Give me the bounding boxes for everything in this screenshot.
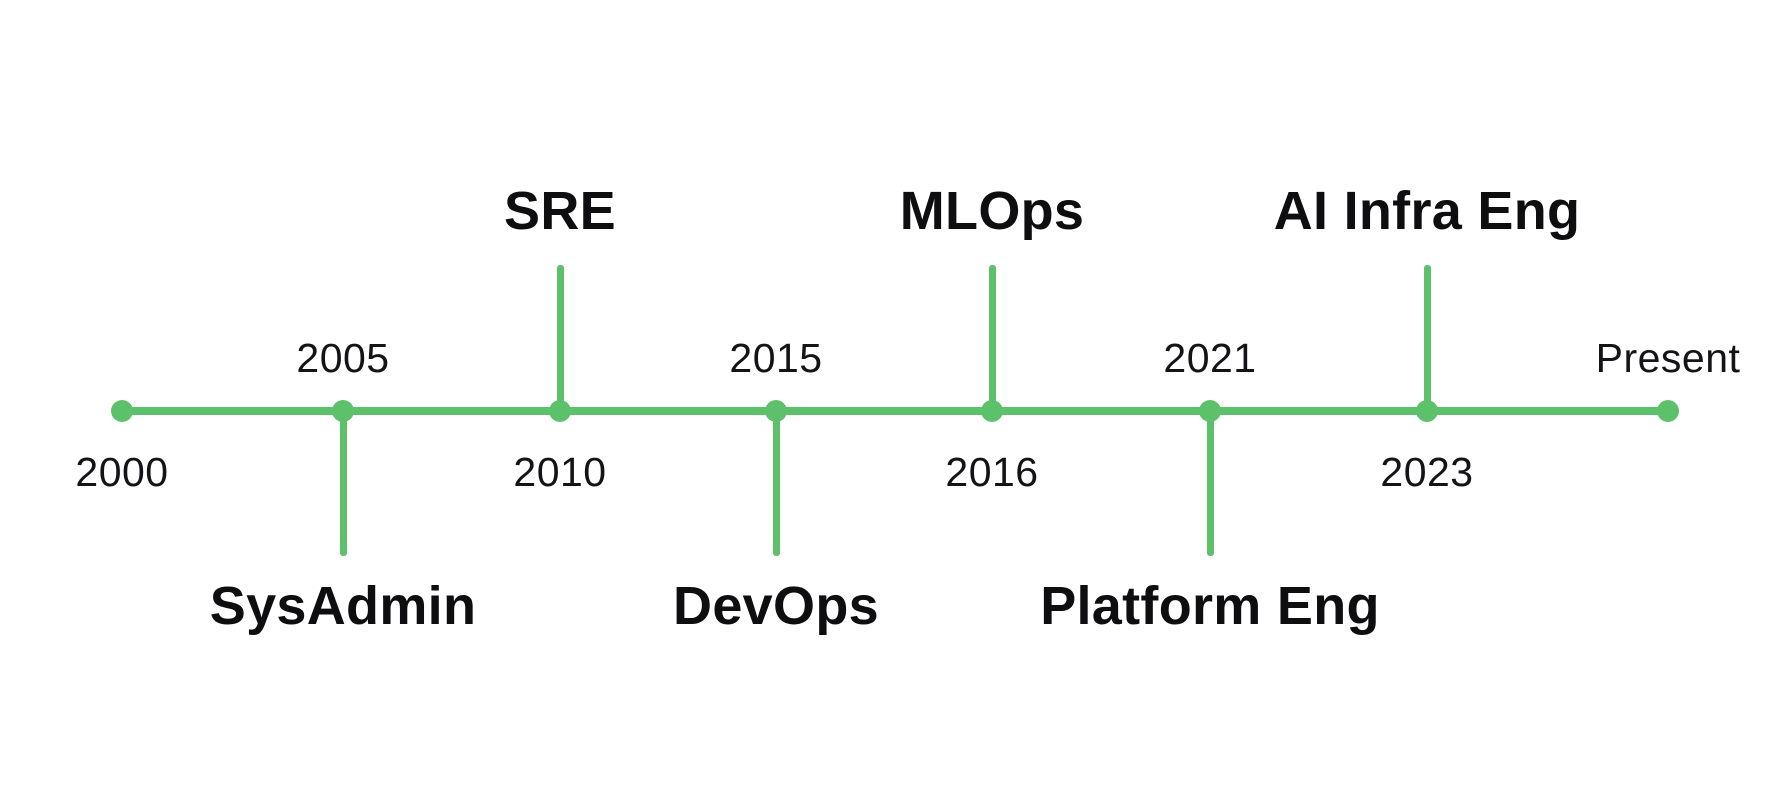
year-label: 2023 <box>1380 449 1474 495</box>
timeline-axis-line <box>122 407 1668 415</box>
role-label: MLOps <box>899 181 1085 241</box>
role-label: AI Infra Eng <box>1273 181 1581 241</box>
timeline-dot <box>1416 400 1438 422</box>
timeline-dot <box>549 400 571 422</box>
connector-stem <box>989 265 996 411</box>
connector-stem <box>773 411 780 556</box>
role-label: DevOps <box>673 576 879 636</box>
role-label: Platform Eng <box>1040 576 1380 636</box>
role-label: SRE <box>504 181 616 241</box>
role-label: SysAdmin <box>209 576 477 636</box>
connector-stem <box>1207 411 1214 556</box>
year-label: Present <box>1595 335 1741 381</box>
connector-stem <box>557 265 564 411</box>
year-label: 2021 <box>1163 335 1257 381</box>
timeline-dot <box>981 400 1003 422</box>
year-label: 2010 <box>513 449 607 495</box>
timeline-dot <box>111 400 133 422</box>
connector-stem <box>340 411 347 556</box>
year-label: 2000 <box>75 449 169 495</box>
timeline-dot <box>1657 400 1679 422</box>
year-label: 2016 <box>945 449 1039 495</box>
connector-stem <box>1424 265 1431 411</box>
year-label: 2005 <box>296 335 390 381</box>
year-label: 2015 <box>729 335 823 381</box>
